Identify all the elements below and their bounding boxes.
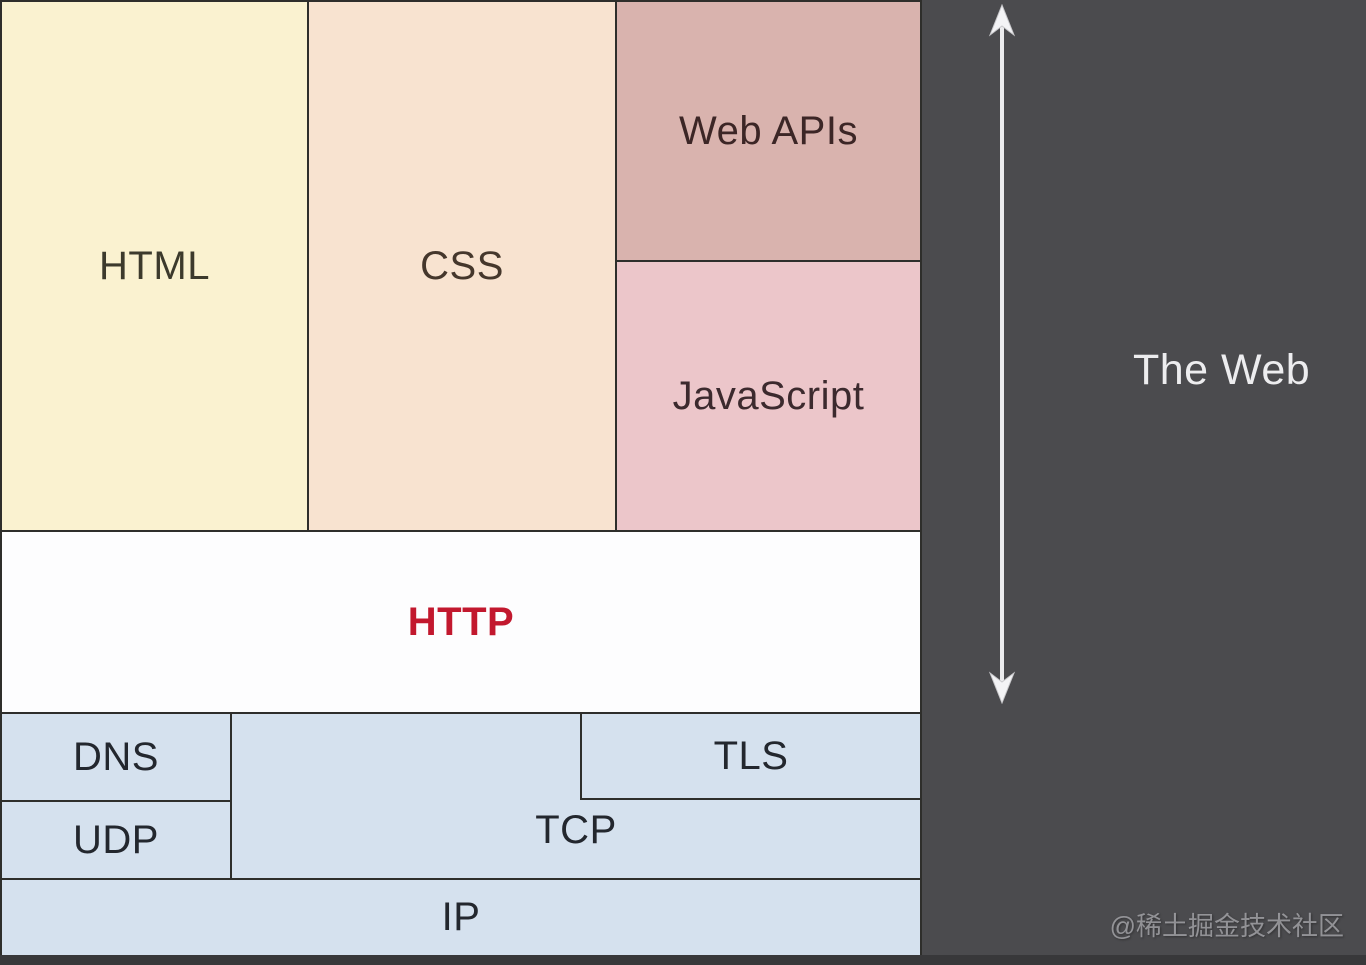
- bottom-edge-strip: [0, 955, 1366, 965]
- layer-label-html: HTML: [99, 243, 210, 288]
- layer-label-web-apis: Web APIs: [679, 108, 858, 153]
- layer-box-tls: TLS: [580, 712, 922, 800]
- layer-box-javascript: JavaScript: [615, 260, 922, 532]
- layer-label-dns: DNS: [73, 734, 159, 779]
- layer-box-udp: UDP: [0, 800, 232, 880]
- layer-label-css: CSS: [420, 243, 504, 288]
- layer-label-tls: TLS: [713, 733, 789, 778]
- layer-box-ip: IP: [0, 878, 922, 957]
- double-headed-arrow-icon: [988, 4, 1016, 704]
- layer-box-http: HTTP: [0, 530, 922, 714]
- layer-box-css: CSS: [307, 0, 617, 532]
- layer-label-http: HTTP: [407, 599, 515, 644]
- layer-label-javascript: JavaScript: [672, 373, 865, 418]
- layer-box-html: HTML: [0, 0, 309, 532]
- layer-label-tcp: TCP: [535, 808, 617, 852]
- layer-box-dns: DNS: [0, 712, 232, 802]
- layer-label-ip: IP: [441, 895, 481, 939]
- watermark-text: @稀土掘金技术社区: [1109, 911, 1344, 941]
- layer-box-web-apis: Web APIs: [615, 0, 922, 262]
- side-label-the-web: The Web: [1133, 346, 1311, 394]
- layer-label-udp: UDP: [73, 817, 159, 862]
